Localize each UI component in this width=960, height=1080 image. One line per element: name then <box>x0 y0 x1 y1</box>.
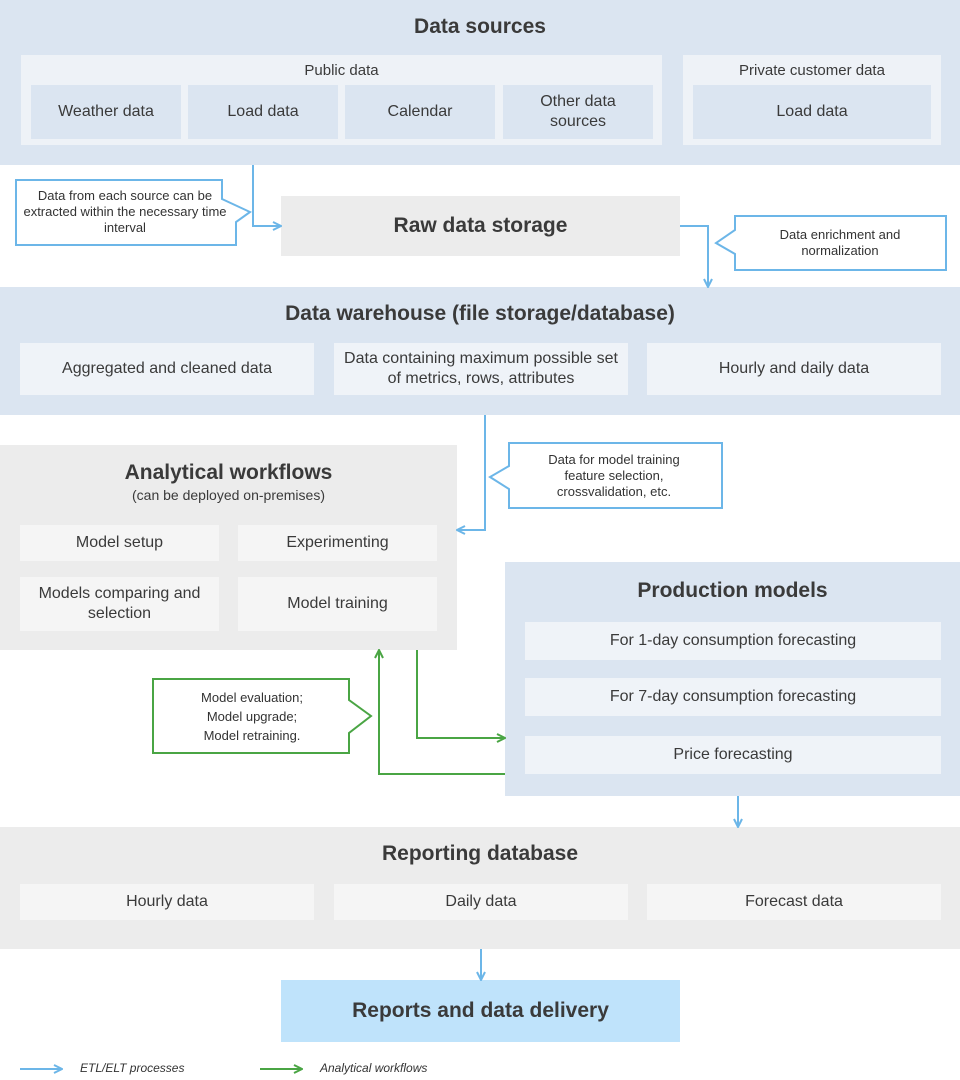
callout-extract <box>15 179 252 246</box>
private-load-data: Load data <box>693 85 931 139</box>
reporting-forecast: Forecast data <box>647 884 941 920</box>
warehouse-aggregated: Aggregated and cleaned data <box>20 343 314 395</box>
source-calendar: Calendar <box>345 85 495 139</box>
arrow-analytical-to-production <box>416 650 505 738</box>
legend-analytical-label: Analytical workflows <box>320 1061 428 1075</box>
models-comparing: Models comparing and selection <box>20 577 219 631</box>
data-sources-panel: Data sources Public data Weather data Lo… <box>0 0 960 165</box>
note-enrich: Data enrichment and normalization <box>779 227 901 258</box>
reporting-hourly: Hourly data <box>20 884 314 920</box>
reporting-database-panel: Reporting database Hourly data Daily dat… <box>0 827 960 949</box>
raw-data-storage: Raw data storage <box>281 196 680 256</box>
production-models-panel: Production models For 1-day consumption … <box>505 562 960 796</box>
arrow-production-to-analytical <box>379 650 505 775</box>
legend-etl-label: ETL/ELT processes <box>80 1061 185 1075</box>
production-1day: For 1-day consumption forecasting <box>525 622 941 660</box>
public-data-group: Public data Weather data Load data Calen… <box>21 55 662 145</box>
note-extract: Data from each source can be extracted w… <box>23 188 227 235</box>
reporting-daily: Daily data <box>334 884 628 920</box>
analytical-workflows-panel: Analytical workflows (can be deployed on… <box>0 445 457 650</box>
data-warehouse-panel: Data warehouse (file storage/database) A… <box>0 287 960 415</box>
source-load-data: Load data <box>188 85 338 139</box>
source-weather-data: Weather data <box>31 85 181 139</box>
callout-enrich <box>714 215 947 271</box>
analytical-subtitle: (can be deployed on-premises) <box>132 487 325 503</box>
arrow-raw-to-warehouse <box>680 225 708 287</box>
callout-evaluation <box>152 678 373 754</box>
production-title: Production models <box>637 579 828 602</box>
analytical-title: Analytical workflows <box>124 461 333 484</box>
callout-training <box>488 442 723 509</box>
production-price: Price forecasting <box>525 736 941 774</box>
public-data-title: Public data <box>304 61 379 79</box>
private-data-group: Private customer data Load data <box>683 55 941 145</box>
reports-delivery: Reports and data delivery <box>281 980 680 1042</box>
data-sources-title: Data sources <box>414 15 546 38</box>
production-7day: For 7-day consumption forecasting <box>525 678 941 716</box>
source-other: Other data sources <box>503 85 653 139</box>
reporting-title: Reporting database <box>381 842 579 865</box>
note-evaluation: Model evaluation; Model upgrade; Model r… <box>201 689 303 743</box>
private-data-title: Private customer data <box>739 61 885 79</box>
model-training: Model training <box>238 577 437 631</box>
note-training: Data for model training feature selectio… <box>548 452 680 499</box>
arrow-warehouse-to-analytical <box>457 415 486 530</box>
warehouse-hourly-daily: Hourly and daily data <box>647 343 941 395</box>
warehouse-max-metrics: Data containing maximum possible set of … <box>334 343 628 395</box>
arrow-sources-to-raw <box>252 165 281 226</box>
experimenting: Experimenting <box>238 525 437 561</box>
data-warehouse-title: Data warehouse (file storage/database) <box>285 302 675 325</box>
model-setup: Model setup <box>20 525 219 561</box>
